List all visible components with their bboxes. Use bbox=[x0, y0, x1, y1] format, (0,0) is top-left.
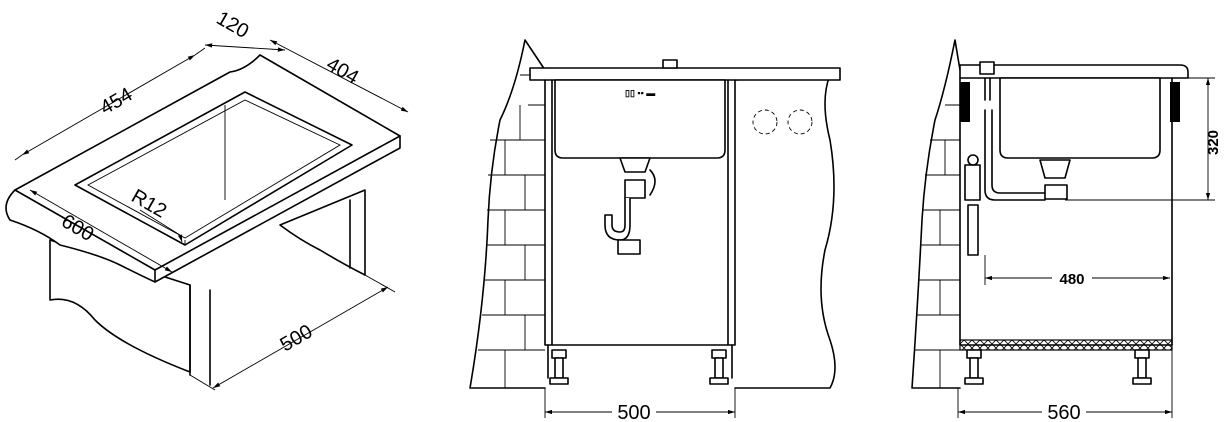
cabinet-right-panel bbox=[279, 189, 366, 276]
dim-404: 404 bbox=[323, 53, 363, 89]
right-wall-edge bbox=[734, 74, 836, 389]
isometric-view: 454 120 404 600 R12 500 bbox=[5, 7, 409, 391]
dim-500-front: 500 bbox=[617, 402, 650, 422]
dim-480: 480 bbox=[1059, 271, 1084, 288]
front-view: ▯▯ ▪▪ ▬ 500 bbox=[469, 39, 841, 422]
dim-454: 454 bbox=[97, 84, 137, 120]
sink-bowl-side bbox=[999, 77, 1161, 159]
cabinet-side-line bbox=[189, 284, 211, 386]
overflow-hose bbox=[984, 77, 1046, 201]
siphon-trap bbox=[604, 198, 631, 241]
side-view: 480 320 560 bbox=[911, 39, 1222, 422]
dim-560: 560 bbox=[1047, 402, 1080, 422]
socket-icon bbox=[752, 109, 778, 135]
dim-120: 120 bbox=[213, 7, 253, 43]
countertop-front bbox=[529, 67, 841, 81]
dim-500-iso: 500 bbox=[277, 321, 317, 357]
brand-logo: ▯▯ ▪▪ ▬ bbox=[625, 88, 655, 98]
siphon-side bbox=[964, 164, 981, 256]
brick-wall-side bbox=[911, 39, 961, 389]
cabinet-left-panel bbox=[49, 239, 191, 373]
sink-bowl-front bbox=[554, 79, 726, 159]
countertop-side bbox=[959, 64, 1189, 79]
dim-320: 320 bbox=[1205, 130, 1222, 155]
brick-wall bbox=[469, 39, 546, 389]
plinth bbox=[959, 339, 1173, 351]
